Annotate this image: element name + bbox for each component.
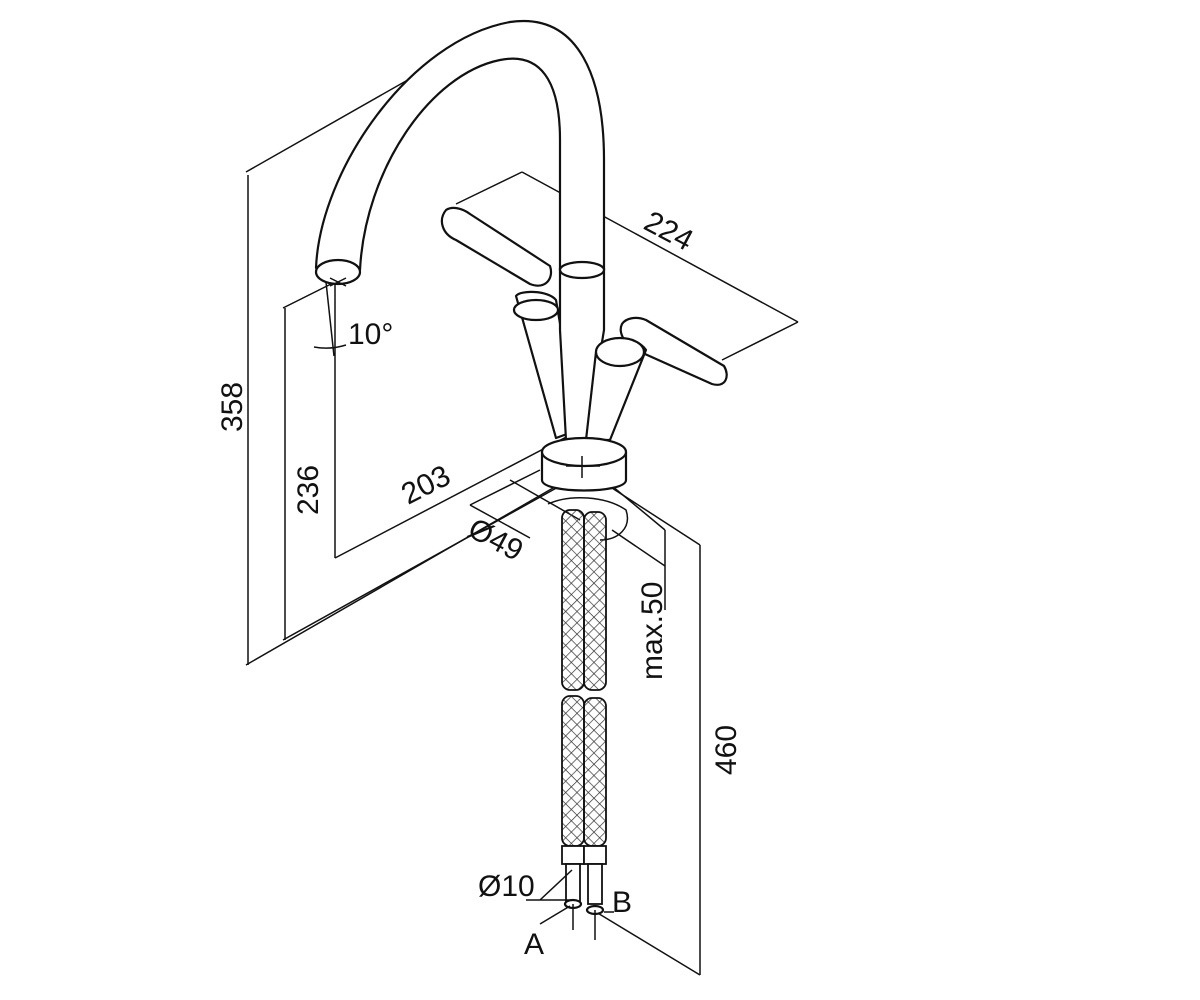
hose-b-connector — [587, 863, 603, 905]
spout — [314, 19, 606, 272]
connection-b-label: B — [612, 886, 632, 919]
left-handle-lever — [440, 206, 553, 287]
dimension-overall-height: 358 — [216, 39, 561, 666]
hose-b-upper — [583, 511, 607, 691]
handle-span-label: 224 — [639, 205, 699, 258]
column-top-ring — [558, 260, 606, 280]
hose-a-fitting — [561, 845, 585, 865]
max-deck-thickness-label: max.50 — [636, 582, 669, 680]
dimension-max-deck-thickness: max.50 — [611, 485, 669, 680]
spout-height-label: 236 — [292, 465, 325, 515]
dimension-hose-length: 460 — [595, 487, 743, 976]
dimension-spout-height: 236 — [282, 281, 561, 641]
base-diameter-label: Ø49 — [463, 512, 529, 568]
base-top-ring — [540, 436, 628, 468]
connection-labels: A B — [524, 886, 632, 961]
connection-a-label: A — [524, 928, 544, 961]
faucet-body — [314, 19, 728, 541]
overall-height-label: 358 — [216, 382, 249, 432]
hose-a-upper — [561, 509, 585, 691]
hose-b-lower — [583, 697, 607, 847]
hose-b-fitting — [583, 845, 607, 865]
hose-a-connector — [565, 863, 581, 905]
swivel-angle-label: 10° — [348, 318, 393, 351]
hose-a-lower — [561, 695, 585, 847]
left-valve-cap — [512, 298, 560, 322]
right-valve-cap — [594, 336, 646, 368]
spout-reach-label: 203 — [396, 459, 456, 511]
dimension-swivel-angle: 10° — [313, 281, 393, 357]
hose-length-label: 460 — [710, 725, 743, 775]
dimension-hose-diameter: Ø10 — [478, 869, 573, 903]
hose-diameter-label: Ø10 — [478, 870, 535, 903]
supply-hoses — [561, 509, 607, 940]
spout-tip — [314, 258, 362, 286]
